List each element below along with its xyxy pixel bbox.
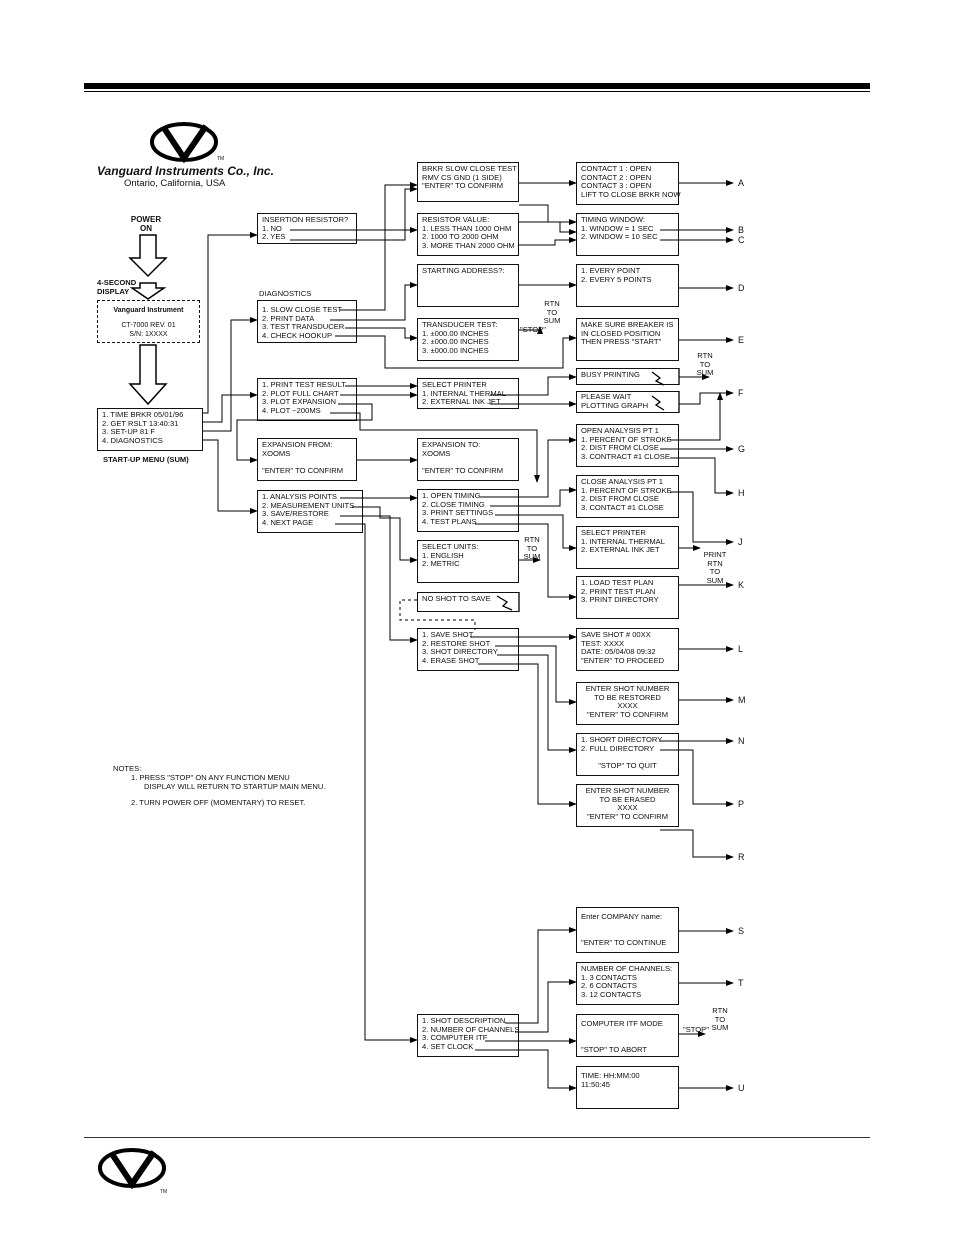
arrow-down-icon <box>128 234 168 278</box>
computer-itf-box: COMPUTER ITF MODE "STOP" TO ABORT <box>576 1014 679 1057</box>
end-letter: J <box>738 537 743 547</box>
tm-mark: TM <box>217 156 225 162</box>
menu-item[interactable]: 3. SET-UP 81 F <box>102 427 156 437</box>
menu-item[interactable]: 2. GET RSLT 13:40:31 <box>102 418 179 428</box>
footer-rule <box>84 1137 870 1138</box>
note-2: 2. TURN POWER OFF (MOMENTARY) TO RESET. <box>131 798 306 807</box>
end-letter: F <box>738 388 744 398</box>
note-1b: DISPLAY WILL RETURN TO STARTUP MAIN MENU… <box>144 782 326 791</box>
end-letter: T <box>738 978 744 988</box>
company-name: Vanguard Instruments Co., Inc. <box>97 164 274 178</box>
end-letter: G <box>738 444 746 454</box>
tm-mark: TM <box>160 1189 168 1195</box>
end-letter: L <box>738 644 744 654</box>
menu-item[interactable]: 4. DIAGNOSTICS <box>102 435 163 445</box>
end-letter: S <box>738 926 745 936</box>
end-letter: H <box>738 488 745 498</box>
no-shot-box: NO SHOT TO SAVE <box>417 592 519 612</box>
arrow-down-long-icon <box>128 344 168 406</box>
header-rule-thick <box>84 83 870 89</box>
end-letter: B <box>738 225 745 235</box>
end-letter: E <box>738 335 745 345</box>
end-letter: P <box>738 799 745 809</box>
expansion-from-box: EXPANSION FROM:XOOMS "ENTER" TO CONFIRM <box>257 438 357 481</box>
end-letter: C <box>738 235 745 245</box>
end-letter: M <box>738 695 746 705</box>
header-rule-thin <box>84 91 870 92</box>
notes-title: NOTES: <box>113 764 142 773</box>
startup-menu-caption: START-UP MENU (SUM) <box>103 455 189 464</box>
startup-menu-box: 1. TIME BRKR 05/01/96 2. GET RSLT 13:40:… <box>97 408 203 451</box>
end-letter: N <box>738 736 745 746</box>
starting-address-box: STARTING ADDRESS?: <box>417 264 519 307</box>
startup-display-box: Vanguard Instrument CT-7000 REV. 01 S/N:… <box>97 300 200 343</box>
note-1a: 1. PRESS "STOP" ON ANY FUNCTION MENU <box>131 773 290 782</box>
company-location: Ontario, California, USA <box>124 178 226 189</box>
expansion-to-box: EXPANSION TO:XOOMS "ENTER" TO CONFIRM <box>417 438 519 481</box>
vanguard-logo-icon <box>150 122 218 164</box>
footer-logo-icon <box>98 1148 166 1190</box>
stop-label: "STOP" <box>520 325 546 334</box>
company-name-box: Enter COMPANY name: "ENTER" TO CONTINUE <box>576 907 679 953</box>
end-letter: D <box>738 283 745 293</box>
end-letter: R <box>738 852 745 862</box>
end-letter: A <box>738 178 745 188</box>
end-letter: K <box>738 580 745 590</box>
diagnostics-title: DIAGNOSTICS <box>259 289 312 298</box>
stop-label: "STOP" <box>683 1025 709 1034</box>
arrow-down-short-icon <box>129 282 167 300</box>
menu-item[interactable]: 1. TIME BRKR 05/01/96 <box>102 410 184 419</box>
end-letter: U <box>738 1083 745 1093</box>
